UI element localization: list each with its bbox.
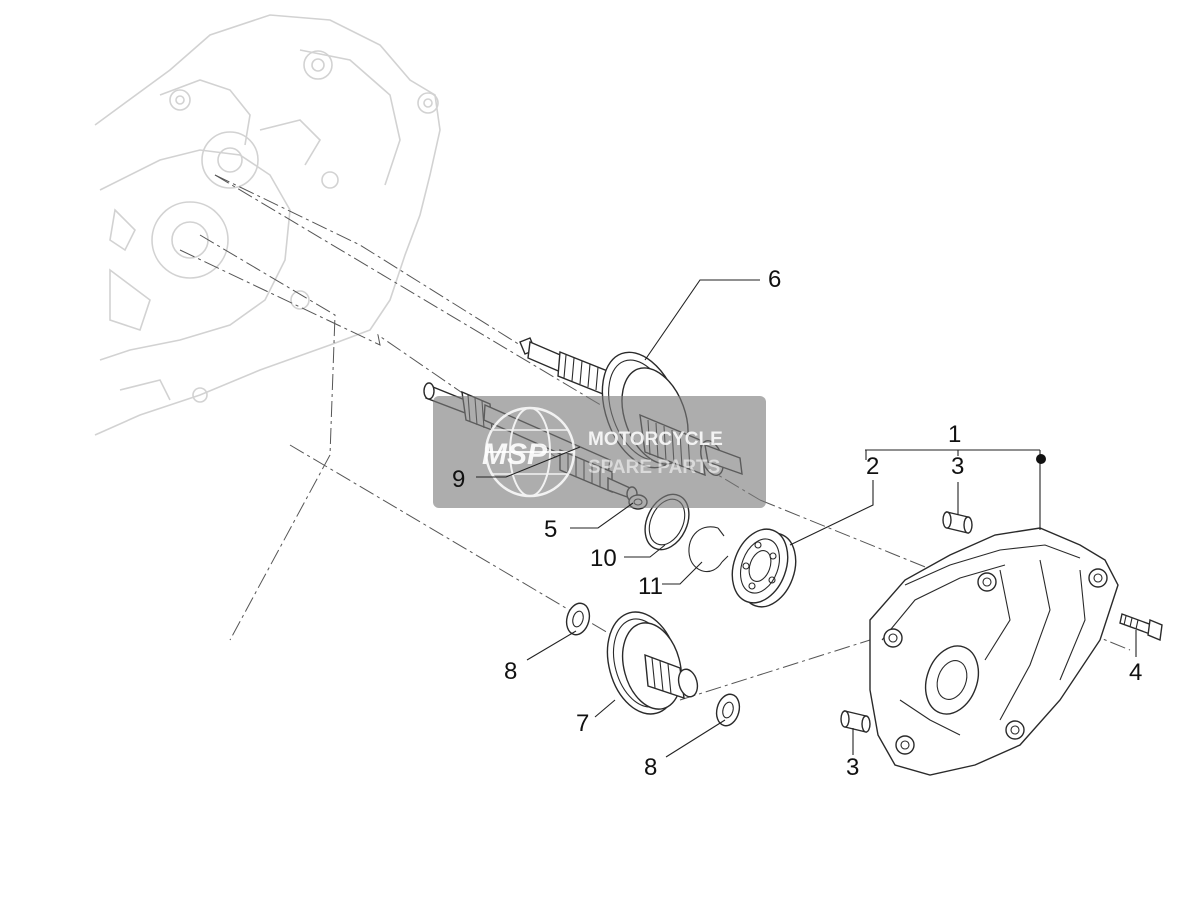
callout-leaders bbox=[476, 279, 1137, 758]
callout-10: 10 bbox=[590, 545, 617, 572]
callout-11: 11 bbox=[638, 573, 663, 600]
callout-labels: 1 2 3 3 4 5 6 7 8 8 9 10 11 bbox=[452, 266, 1142, 781]
callout-9: 9 bbox=[452, 466, 465, 493]
callout-8-lower: 8 bbox=[644, 754, 657, 781]
engine-crankcase-ghost bbox=[94, 14, 441, 436]
watermark-logo: MSP bbox=[482, 438, 548, 471]
part-11-circlip bbox=[688, 526, 729, 573]
callout-2: 2 bbox=[866, 453, 879, 480]
callout-4: 4 bbox=[1129, 659, 1142, 686]
globe-icon bbox=[484, 406, 576, 498]
callout-7: 7 bbox=[576, 710, 589, 737]
part-4-bolt bbox=[1119, 613, 1163, 641]
callout-3-upper: 3 bbox=[951, 453, 964, 480]
callout-1: 1 bbox=[948, 421, 961, 448]
callout-5: 5 bbox=[544, 516, 557, 543]
part-8-washer-upper bbox=[565, 602, 591, 636]
part-3-dowel-pin-upper bbox=[942, 511, 973, 534]
part-7-intermediate-gear bbox=[606, 611, 699, 715]
watermark-band bbox=[433, 396, 766, 508]
assembly-dot bbox=[1036, 454, 1046, 464]
callout-6: 6 bbox=[768, 266, 781, 293]
callout-8-upper: 8 bbox=[504, 658, 517, 685]
part-8-washer-lower bbox=[715, 693, 741, 727]
watermark-line1: MOTORCYCLE bbox=[588, 429, 723, 450]
part-1-transmission-cover bbox=[869, 527, 1119, 776]
watermark: MSP MOTORCYCLE SPARE PARTS bbox=[433, 396, 766, 508]
part-3-dowel-pin-lower bbox=[840, 710, 871, 733]
watermark-line2: SPARE PARTS bbox=[588, 457, 720, 478]
part-2-ball-bearing bbox=[731, 528, 797, 608]
callout-3-lower: 3 bbox=[846, 754, 859, 781]
